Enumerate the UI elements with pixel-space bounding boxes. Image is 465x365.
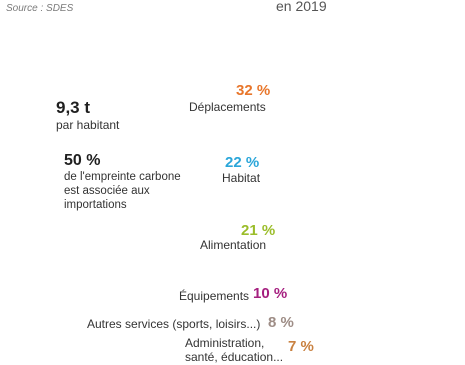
seg-equipements-imp [326,284,433,311]
source-note: Source : SDES [6,3,74,14]
france-map-icon [307,86,336,113]
pct-administration: 7 % [288,338,314,355]
label-habitat: Habitat [222,171,261,185]
year-label: en 2019 [276,0,327,14]
person-icon [38,95,50,134]
label-administration: Administration, santé, éducation... [185,336,284,364]
pct-autres-services: 8 % [268,314,294,331]
seg-habitat-imp [357,156,433,220]
seg-admin-imp [366,336,433,362]
seg-alimentation-imp [346,220,433,284]
toe-5 [442,63,456,79]
label-autres-services: Autres services (sports, loisirs...) [87,317,261,331]
per-capita-value: 9,3 t [56,98,91,117]
imports-share-value: 50 % [64,152,101,169]
toe-4 [422,43,440,63]
seg-autres-imp [350,311,433,336]
france-import-icon [28,156,60,188]
label-deplacements: Déplacements [189,100,266,114]
interior-emissions-label: Émissions intérieures [289,122,351,150]
imported-emissions-label: Émissions importées [362,122,420,150]
seg-habitat-int [285,156,357,220]
hospital-icon [165,342,179,364]
imports-share-label: de l'empreinte carbone est associée aux … [64,171,181,211]
pct-habitat: 22 % [225,154,260,171]
pct-alimentation: 21 % [241,222,276,239]
label-equipements: Équipements [179,289,250,303]
toe-2 [363,15,391,45]
toe-big [299,13,353,63]
globe-icon [373,89,397,113]
pct-deplacements: 32 % [236,82,271,99]
seg-alimentation-int [285,220,346,284]
label-alimentation: Alimentation [200,238,267,252]
cart-icon [146,273,177,305]
per-capita-label: par habitant [56,118,120,132]
foot-outline [274,48,443,365]
toe-3 [396,28,418,52]
pct-equipements: 10 % [253,285,288,302]
cutlery-icon [171,230,201,256]
